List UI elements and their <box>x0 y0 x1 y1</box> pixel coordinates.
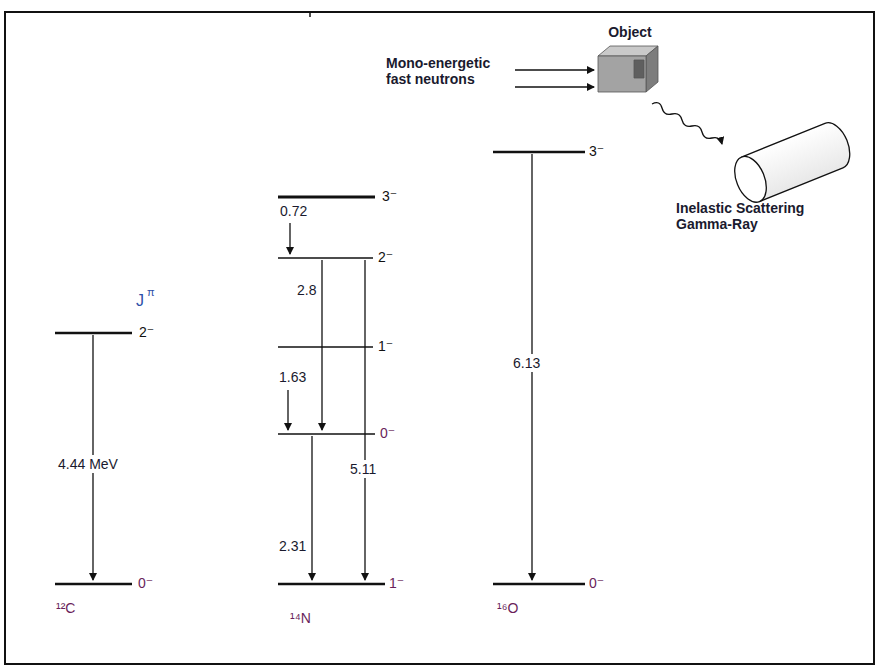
frame <box>5 12 874 664</box>
object-cube <box>596 44 660 94</box>
level-spin: 3⁻ <box>382 188 397 204</box>
energy-label: 2.8 <box>297 282 316 298</box>
level-spin: 0⁻ <box>589 575 604 591</box>
level-spin: 2⁻ <box>378 249 393 265</box>
spin-symbol: J <box>136 292 144 310</box>
frame-tick <box>309 12 311 17</box>
level-spin: 1⁻ <box>378 338 393 354</box>
level-spin: 3⁻ <box>589 143 604 159</box>
nitrogen-levels <box>278 197 385 584</box>
level-spin: 0⁻ <box>380 425 395 441</box>
spin-symbol: π <box>147 286 155 299</box>
energy-label: 1.63 <box>279 369 306 385</box>
carbon-levels <box>55 333 132 584</box>
detector-symbol <box>729 118 856 207</box>
neutron-beam-arrows <box>515 70 594 87</box>
energy-label: 5.11 <box>348 460 378 478</box>
energy-label: 2.31 <box>279 538 306 554</box>
oxygen-levels <box>493 152 585 584</box>
object-box: Object <box>590 24 670 94</box>
isotope-label: ¹⁴N <box>290 610 311 626</box>
energy-label: 6.13 <box>511 354 542 372</box>
energy-label: 0.72 <box>280 203 307 219</box>
gamma-ray-wave <box>652 103 722 144</box>
gamma-label: Inelastic Scattering Gamma-Ray <box>676 200 836 232</box>
isotope-label: ¹⁶O <box>497 600 518 616</box>
level-spin: 2⁻ <box>139 324 154 340</box>
beam-label: Mono-energetic fast neutrons <box>386 55 504 87</box>
object-label: Object <box>590 24 670 40</box>
level-spin: 0⁻ <box>138 575 153 591</box>
energy-label: 4.44 MeV <box>56 455 120 473</box>
level-spin: 1⁻ <box>389 575 404 591</box>
nitrogen-transitions <box>288 223 365 580</box>
isotope-label: ¹²C <box>56 600 75 616</box>
